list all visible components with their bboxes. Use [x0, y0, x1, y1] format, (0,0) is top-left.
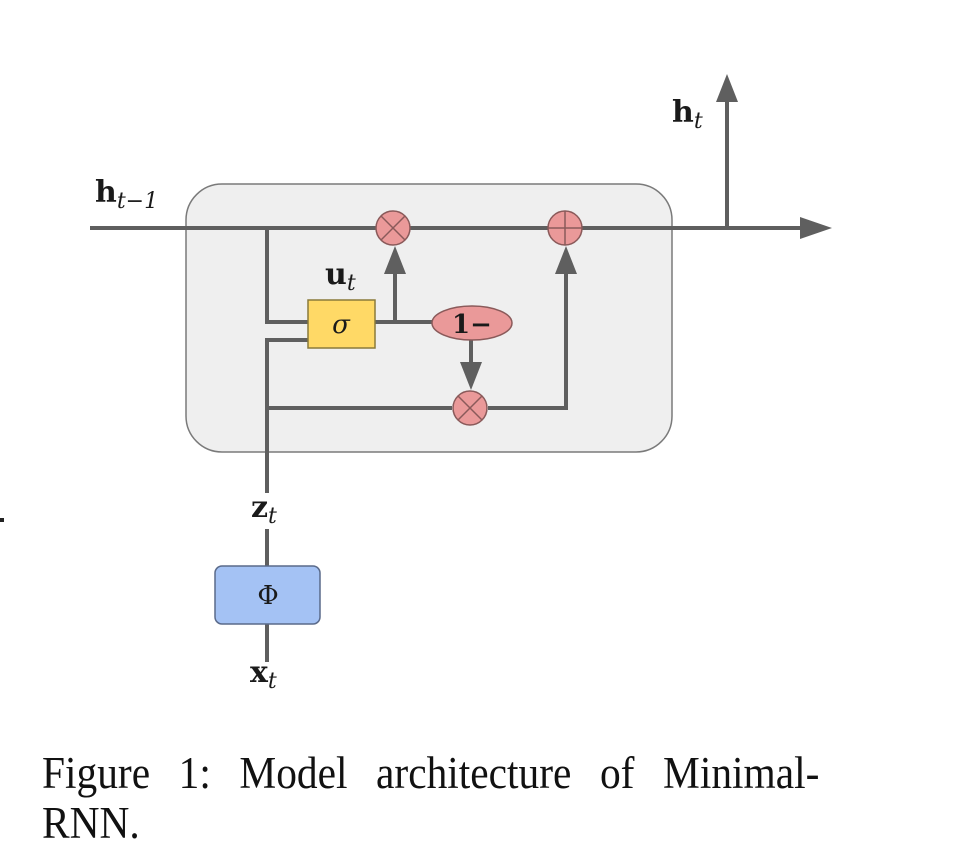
u-arrowhead: [384, 246, 406, 274]
sigma-symbol: σ: [332, 310, 351, 340]
phi-symbol: Φ: [257, 581, 278, 611]
one-minus-label: 1−: [452, 310, 492, 340]
u-t-label: ut: [325, 257, 356, 296]
figure-caption: Figure 1: Model architecture of Minimal-…: [42, 748, 820, 848]
phi-box: [214, 565, 321, 625]
multiply-bottom-node: [452, 390, 488, 426]
z-label-gap: [247, 493, 287, 529]
one-minus-arrowhead: [460, 362, 482, 390]
add-arrowhead: [555, 246, 577, 274]
sigma-gate-box: [307, 299, 376, 349]
z-t-label: zt: [251, 490, 277, 529]
x-t-label: xt: [250, 655, 277, 694]
add-node: [547, 210, 583, 246]
cell-box: [185, 183, 673, 453]
stray-mark: [0, 518, 4, 522]
h-prev-label: ht−1: [95, 175, 158, 214]
hidden-state-arrowhead: [800, 217, 832, 239]
multiply-top-node: [375, 210, 411, 246]
h-t-output-arrowhead: [716, 74, 738, 102]
h-t-label: ht: [672, 95, 703, 134]
bottom-multiply-to-add-line: [488, 272, 568, 410]
z-to-sigma-line: [265, 338, 308, 566]
h-prev-to-sigma-line: [265, 228, 308, 324]
one-minus-node: [431, 305, 513, 341]
